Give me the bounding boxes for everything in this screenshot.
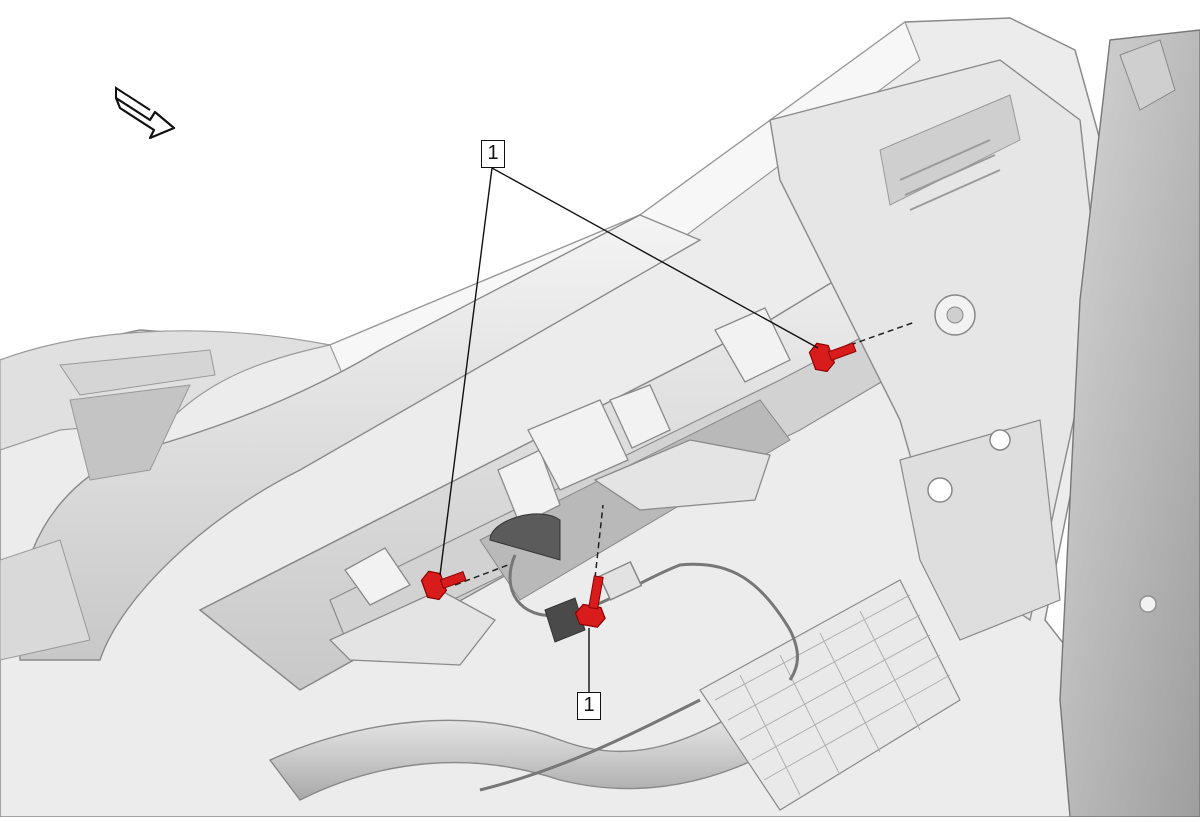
bolt-icon	[808, 342, 857, 373]
direction-arrow-icon	[114, 86, 176, 140]
callout-label-bottom: 1	[577, 692, 601, 720]
grille	[699, 579, 961, 811]
wiring-harness	[479, 513, 799, 792]
callout-label-top: 1	[481, 140, 505, 168]
leader-lines	[439, 167, 819, 692]
bolt-icon	[574, 575, 606, 628]
bolt-icon	[420, 570, 467, 601]
bracket-tabs	[328, 307, 791, 666]
installation-guides	[454, 321, 916, 586]
